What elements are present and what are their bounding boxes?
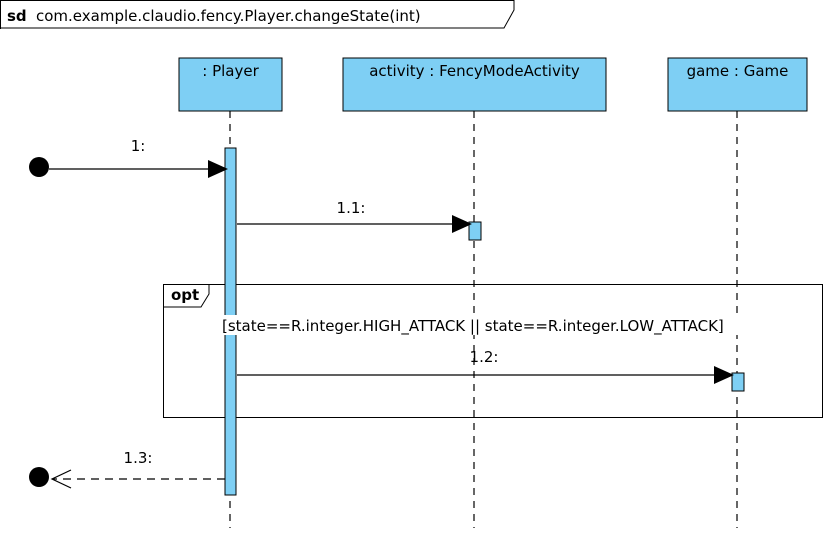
participant-box bbox=[342, 57, 607, 112]
message-label: 1.2: bbox=[470, 348, 499, 366]
participant-box bbox=[178, 57, 283, 112]
fragment-tab bbox=[163, 284, 210, 308]
fragment-operator: opt bbox=[171, 286, 199, 304]
arrowhead-filled bbox=[452, 215, 472, 233]
message-1-2[interactable]: 1.2: bbox=[237, 348, 734, 384]
arrowhead-open bbox=[50, 469, 72, 489]
message-1[interactable]: 1: bbox=[29, 137, 228, 178]
end-point bbox=[29, 467, 49, 487]
participant-label: activity : FencyModeActivity bbox=[369, 62, 580, 80]
participant-label: : Player bbox=[202, 62, 259, 80]
start-point bbox=[29, 157, 49, 177]
participant-game[interactable]: game : Game bbox=[667, 57, 808, 112]
frame-keyword: sd bbox=[7, 7, 27, 25]
activation-activity bbox=[468, 221, 482, 241]
activation-game bbox=[731, 372, 745, 392]
participant-player[interactable]: : Player bbox=[178, 57, 283, 112]
message-label: 1.3: bbox=[124, 449, 153, 467]
participant-activity[interactable]: activity : FencyModeActivity bbox=[342, 57, 607, 112]
guard-backing bbox=[220, 315, 785, 335]
fragment-guard: [state==R.integer.HIGH_ATTACK || state==… bbox=[222, 317, 724, 336]
fragment-frame bbox=[163, 284, 823, 418]
diagram-frame: sd com.example.claudio.fency.Player.chan… bbox=[0, 0, 515, 29]
fragment-guard-group: [state==R.integer.HIGH_ATTACK || state==… bbox=[220, 315, 785, 336]
participant-label: game : Game bbox=[687, 62, 789, 80]
arrowhead-filled bbox=[208, 160, 228, 178]
message-1-1[interactable]: 1.1: bbox=[237, 199, 472, 233]
message-1-3[interactable]: 1.3: bbox=[29, 449, 225, 489]
opt-fragment: opt bbox=[163, 284, 823, 418]
message-label: 1: bbox=[131, 137, 146, 155]
frame-title: com.example.claudio.fency.Player.changeS… bbox=[36, 7, 421, 25]
participant-box bbox=[667, 57, 808, 112]
arrowhead-filled bbox=[714, 366, 734, 384]
frame-tab bbox=[0, 0, 515, 29]
message-label: 1.1: bbox=[337, 199, 366, 217]
